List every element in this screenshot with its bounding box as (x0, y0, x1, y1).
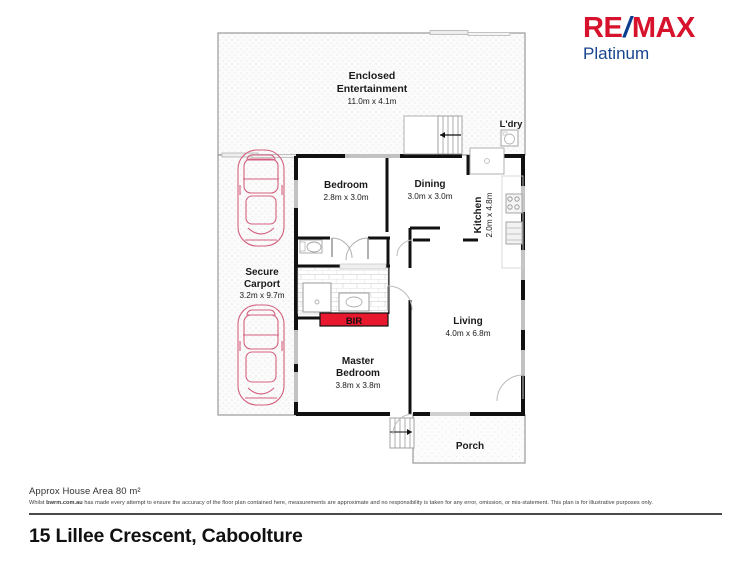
label-laundry: L'dry (500, 119, 524, 130)
label-dining-dims: 3.0m x 3.0m (407, 192, 452, 201)
label-carport-dims: 3.2m x 9.7m (239, 291, 284, 300)
label-living-dims: 4.0m x 6.8m (445, 329, 490, 338)
floorplan-drawing: Enclosed Entertainment 11.0m x 4.1m L'dr… (217, 30, 526, 464)
stairs-entertainment (403, 115, 463, 155)
region-carport (218, 155, 296, 415)
door-leaves (331, 238, 524, 399)
label-living: Living (453, 316, 482, 327)
label-entertainment-line1: Enclosed (349, 70, 396, 82)
label-dining: Dining (414, 179, 445, 190)
disclaimer-text: Whilst bwrm.com.au has made every attemp… (29, 500, 653, 506)
logo-slash-icon: / (623, 12, 631, 44)
logo-subtitle: Platinum (583, 44, 650, 63)
footer: Approx House Area 80 m² Whilst bwrm.com.… (0, 481, 750, 563)
region-entertainment (218, 33, 525, 155)
remax-wordmark: RE/MAX (583, 14, 733, 43)
disclaimer-rest: has made every attempt to ensure the acc… (82, 500, 653, 506)
disclaimer-prefix: Whilst (29, 500, 47, 506)
label-carport-line2: Carport (244, 279, 281, 290)
bathroom (297, 263, 389, 315)
label-bedroom: Bedroom (324, 180, 368, 191)
approx-area-text: Approx House Area 80 m² (29, 486, 141, 497)
label-entertainment-line2: Entertainment (337, 83, 408, 95)
label-carport-line1: Secure (245, 267, 279, 278)
label-master-line1: Master (342, 356, 374, 367)
door-swings (331, 237, 524, 435)
label-master-dims: 3.8m x 3.8m (335, 381, 380, 390)
kitchen-appliances (501, 175, 524, 269)
stairs-porch (389, 417, 415, 449)
remax-logo: RE/MAX Platinum (583, 14, 733, 63)
property-address: 15 Lillee Crescent, Caboolture (29, 525, 303, 547)
bir-unit (319, 312, 389, 327)
label-entertainment-dims: 11.0m x 4.1m (348, 97, 397, 106)
kitchen-sink (469, 147, 505, 175)
label-kitchen: Kitchen (473, 197, 484, 234)
footer-divider (29, 513, 722, 515)
toilet-fixture (299, 239, 323, 254)
disclaimer-domain[interactable]: bwrm.com.au (46, 500, 83, 506)
sliding-door-top (429, 30, 511, 36)
label-kitchen-dims: 2.0m x 4.8m (485, 192, 494, 237)
laundry-fixture (500, 129, 519, 147)
logo-text-max: MAX (631, 12, 695, 44)
label-porch: Porch (456, 441, 484, 452)
car-bottom-icon (237, 304, 285, 406)
region-porch (413, 415, 525, 463)
logo-text-re: RE (583, 12, 623, 44)
label-bir: BIR (346, 316, 363, 327)
label-master-line2: Bedroom (336, 368, 380, 379)
label-bedroom-dims: 2.8m x 3.0m (323, 193, 368, 202)
car-top-icon (237, 149, 285, 247)
